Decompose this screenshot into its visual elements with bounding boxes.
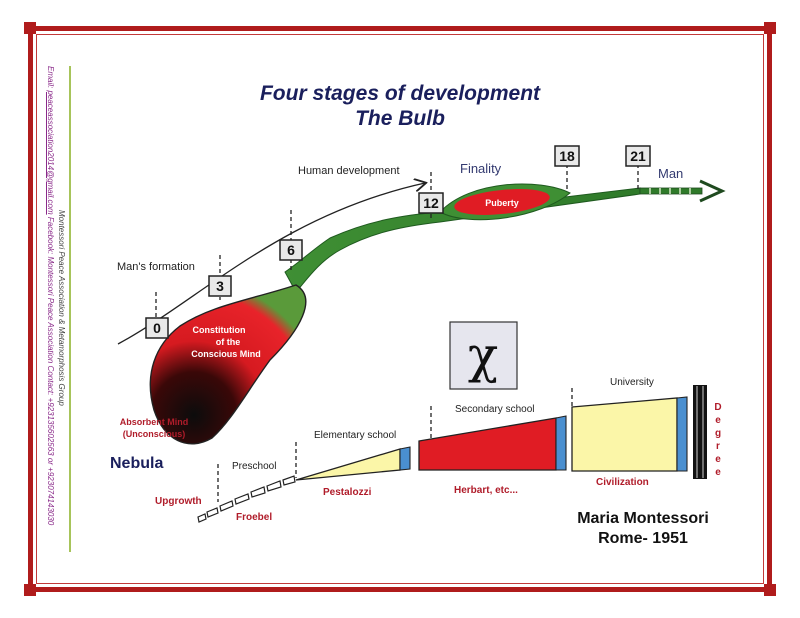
age-label: 21	[630, 148, 646, 164]
upgrowth-label: Upgrowth	[155, 496, 202, 507]
frame-corner	[764, 22, 776, 34]
absorbent-mind-label: (Unconscious)	[123, 429, 186, 439]
frame-corner	[24, 584, 36, 596]
age-label: 12	[423, 195, 439, 211]
froebel-label: Froebel	[236, 512, 272, 523]
nebula-label: Nebula	[110, 455, 163, 472]
degree-letter: r	[716, 441, 720, 452]
degree-letter: e	[715, 415, 721, 426]
bulb	[149, 284, 307, 445]
age-box	[279, 239, 303, 261]
preschool-label: Preschool	[232, 461, 276, 472]
page-subtitle: The Bulb	[355, 107, 445, 130]
degree-letter: g	[715, 428, 721, 439]
age-label: 3	[216, 278, 224, 294]
age-label: 18	[559, 148, 575, 164]
elementary-label: Elementary school	[314, 430, 396, 441]
absorbent-mind-label: Absorbent Mind	[120, 417, 189, 427]
side-rule	[69, 66, 71, 552]
frame-corner	[24, 22, 36, 34]
puberty-core	[454, 189, 550, 215]
outer-frame	[28, 26, 772, 592]
age-label: 6	[287, 242, 295, 258]
finality-label: Finality	[460, 161, 502, 176]
inner-frame	[36, 34, 764, 584]
human-development-label: Human development	[298, 165, 400, 177]
civilization-label: Civilization	[596, 477, 649, 488]
age-box	[208, 275, 232, 297]
man-label: Man	[658, 166, 683, 181]
elementary-wedge	[295, 442, 411, 481]
constitution-label: Conscious Mind	[191, 349, 261, 359]
constitution-label: of the	[216, 337, 241, 347]
age-box	[418, 192, 444, 214]
university-wedge	[571, 388, 688, 472]
preschool-ramp	[197, 464, 296, 523]
pestalozzi-label: Pestalozzi	[323, 487, 372, 498]
page-title: Four stages of development	[259, 82, 541, 105]
degree-block	[693, 385, 707, 479]
chi-symbol: χ	[468, 326, 498, 384]
author-credit: Maria Montessori	[577, 510, 709, 527]
degree-letter: e	[715, 467, 721, 478]
mans-formation-label: Man's formation	[117, 261, 195, 273]
place-credit: Rome- 1951	[598, 530, 688, 547]
puberty-label: Puberty	[485, 198, 519, 208]
frame-corner	[764, 584, 776, 596]
secondary-label: Secondary school	[455, 404, 535, 415]
age-boxes	[145, 145, 651, 339]
degree-letter: D	[714, 402, 721, 413]
university-label: University	[610, 377, 654, 388]
symbol-box	[449, 321, 518, 390]
age-label: 0	[153, 320, 161, 336]
constitution-label: Constitution	[193, 325, 246, 335]
man-arrow	[639, 179, 726, 203]
age-box	[625, 145, 651, 167]
age-box	[554, 145, 580, 167]
herbart-label: Herbart, etc...	[454, 485, 518, 496]
age-box	[145, 317, 169, 339]
secondary-wedge	[418, 406, 567, 471]
degree-letter: e	[715, 454, 721, 465]
